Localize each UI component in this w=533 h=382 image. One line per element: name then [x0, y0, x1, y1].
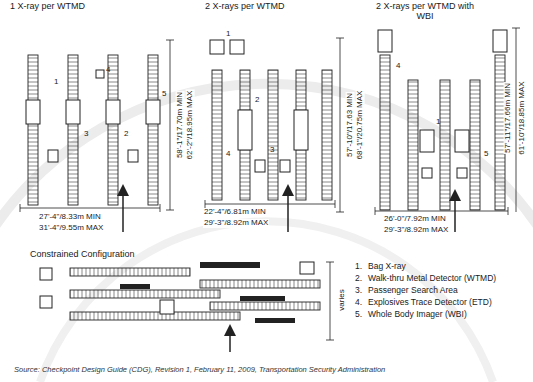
callout-number: 1 — [54, 78, 58, 87]
legend-number: 3. — [355, 286, 362, 295]
callout-number: 2 — [124, 130, 128, 139]
callout-number: 5 — [484, 150, 488, 159]
panel-title: 2 X-rays per WTMD with WBI — [369, 2, 481, 22]
callout-number: 2 — [255, 96, 259, 105]
dimension: 31'-4"/9.55m MAX — [38, 224, 104, 233]
callout-number: 1 — [436, 118, 440, 127]
callout-number: 1 — [226, 30, 230, 39]
callout-number: 4 — [106, 66, 110, 75]
legend-text: Bag X-ray — [368, 262, 406, 271]
callout-number: 3 — [270, 146, 274, 155]
section-title: Constrained Configuration — [30, 250, 135, 260]
dimension: 26'-0"/7.92m MIN — [383, 215, 447, 224]
dimension: 29'-3"/8.92m MAX — [203, 219, 269, 228]
callout-number: 3 — [84, 130, 88, 139]
legend-text: Whole Body Imager (WBI) — [368, 310, 467, 319]
dimension: varies — [338, 288, 347, 311]
dimension: 22'-4"/6.81m MIN — [203, 208, 267, 217]
dimension: 61'-10"/18.85m MAX — [518, 80, 527, 155]
dimension: 62'-2"/18.95m MAX — [186, 90, 195, 161]
legend-text: Passenger Search Area — [368, 286, 458, 295]
dimension: 68'-1"/20.75m MAX — [356, 90, 365, 161]
dimension: 58'-1"/17.70m MIN — [176, 91, 185, 159]
callout-number: 4 — [396, 62, 400, 71]
dimension: 57'-10"/17.63 MIN — [346, 92, 355, 158]
panel-title: 2 X-rays per WTMD — [205, 2, 285, 12]
legend-number: 5. — [355, 310, 362, 319]
dimension: 57'-11"/17.66m MIN — [504, 82, 513, 154]
legend-number: 1. — [355, 262, 362, 271]
legend-text: Explosives Trace Detector (ETD) — [368, 298, 492, 307]
caption: Source: Checkpoint Design Guide (CDG), R… — [14, 366, 385, 374]
dimension: 29'-3"/8.92m MAX — [383, 226, 449, 235]
legend-number: 4. — [355, 298, 362, 307]
dimension: 27'-4"/8.33m MIN — [38, 213, 102, 222]
panel-title: 1 X-ray per WTMD — [10, 2, 85, 12]
callout-number: 5 — [162, 90, 166, 99]
legend-text: Walk-thru Metal Detector (WTMD) — [368, 274, 496, 283]
callout-number: 4 — [226, 150, 230, 159]
legend-number: 2. — [355, 274, 362, 283]
